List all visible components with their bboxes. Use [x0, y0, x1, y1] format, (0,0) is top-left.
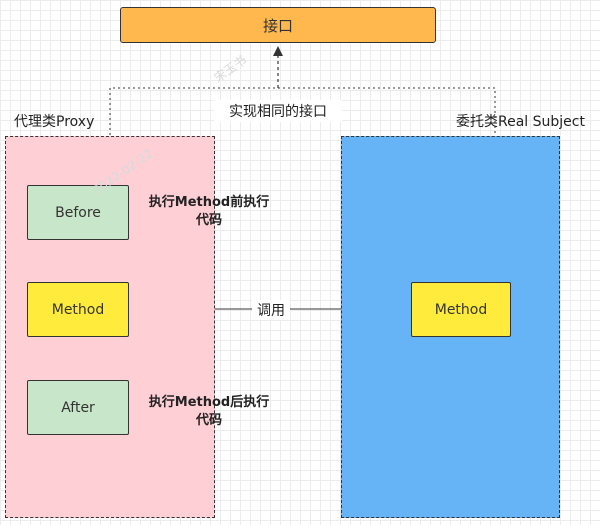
interface-label: 接口: [262, 16, 293, 35]
before-note-line-2: 代码: [195, 213, 222, 228]
after-note: 执行Method后执行 代码: [135, 394, 283, 430]
interface-box: 接口: [120, 7, 436, 43]
subject-method-box: Method: [411, 282, 511, 337]
before-note: 执行Method前执行 代码: [135, 194, 283, 230]
after-note-line-2: 代码: [195, 413, 222, 428]
after-box: After: [27, 380, 129, 435]
subject-title: 委托类Real Subject: [456, 114, 585, 130]
after-note-line-1: 执行Method后执行: [148, 395, 270, 410]
before-note-line-1: 执行Method前执行: [148, 195, 270, 210]
implements-connector: [109, 87, 496, 135]
call-label: 调用: [252, 300, 290, 320]
proxy-method-label: Method: [51, 301, 105, 318]
before-box: Before: [27, 185, 129, 240]
proxy-title: 代理类Proxy: [14, 114, 95, 130]
implements-label: 实现相同的接口: [214, 100, 342, 122]
after-label: After: [61, 399, 95, 416]
proxy-method-box: Method: [27, 282, 129, 337]
before-label: Before: [55, 204, 101, 221]
subject-method-label: Method: [434, 301, 488, 318]
